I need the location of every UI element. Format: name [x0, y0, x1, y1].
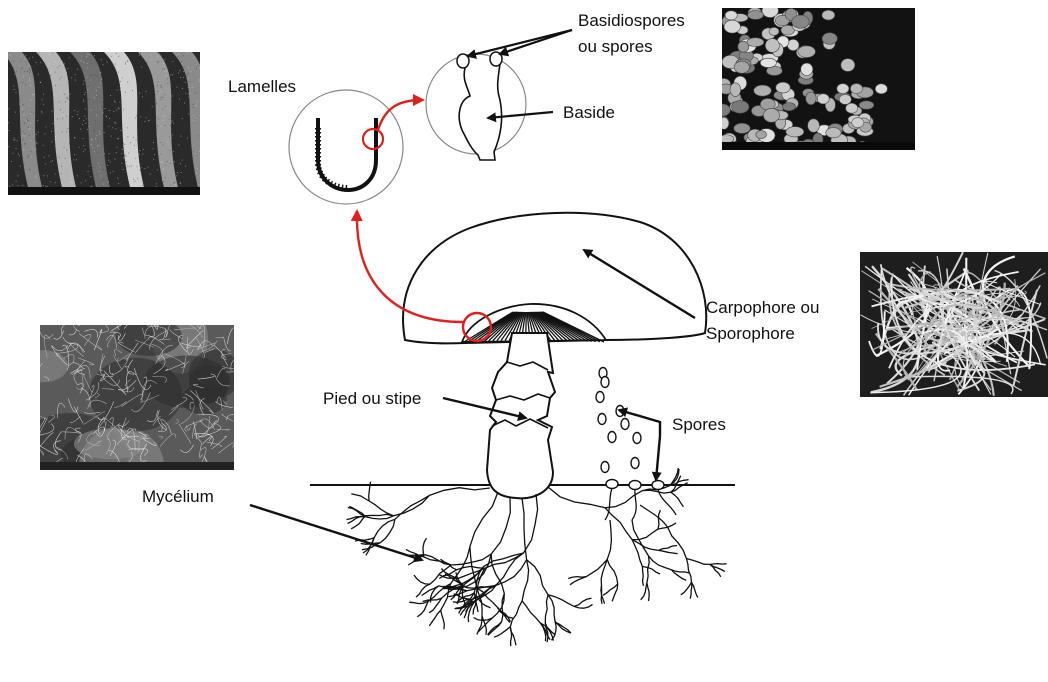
arrow-mycelium	[250, 505, 422, 560]
mycelium-roots	[347, 468, 727, 646]
arrow-basidiospores	[500, 30, 572, 54]
label-lamelles: Lamelles	[228, 77, 296, 96]
label-carpophore: Carpophore ou	[706, 298, 819, 317]
label-spores: Spores	[672, 415, 726, 434]
arrow-spores-ground	[656, 436, 660, 480]
basidiospore	[457, 54, 469, 68]
label-pied: Pied ou stipe	[323, 389, 421, 408]
label-basidiospores-2: ou spores	[578, 37, 653, 56]
label-baside: Baside	[563, 103, 615, 122]
label-basidiospores: Basidiospores	[578, 11, 685, 30]
falling-spores	[596, 368, 641, 473]
label-mycelium: Mycélium	[142, 487, 214, 506]
label-carpophore-2: Sporophore	[706, 324, 795, 343]
arrow-basidiospores	[468, 30, 572, 56]
germinating-spores	[606, 480, 664, 490]
